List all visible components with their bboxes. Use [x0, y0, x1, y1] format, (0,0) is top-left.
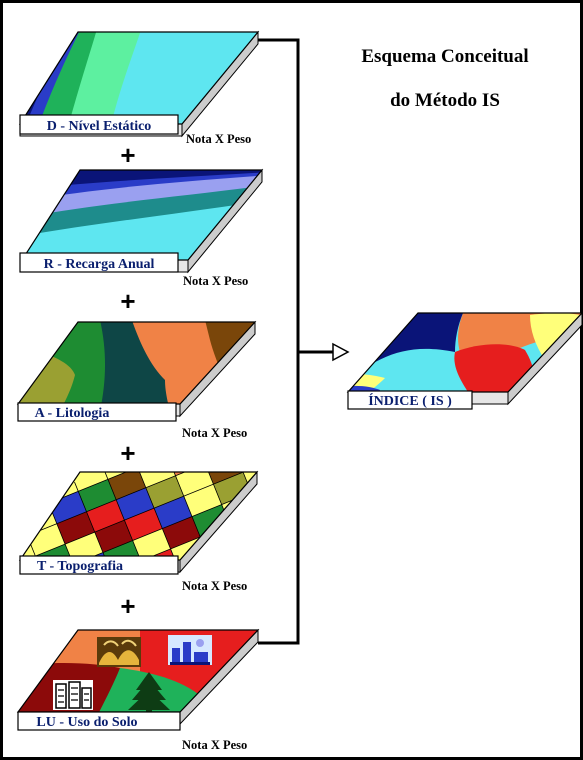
agriculture-icon [97, 637, 141, 667]
layer-t-block [18, 470, 259, 574]
layer-a-label: A - Litologia [35, 406, 110, 421]
layer-lu-weight: Nota X Peso [182, 738, 247, 752]
forest-icon [128, 672, 170, 714]
result-is-label-box [347, 390, 473, 410]
plus-operator-4: + [120, 591, 135, 621]
layer-d-weight: Nota X Peso [186, 132, 251, 146]
layer-r-weight: Nota X Peso [183, 274, 248, 288]
connector-bracket [258, 38, 333, 645]
layer-d-label: D - Nível Estático [47, 119, 152, 134]
layer-lu-label-box [17, 711, 181, 731]
plus-operator-1: + [120, 140, 135, 170]
layer-t-weight: Nota X Peso [182, 579, 247, 593]
result-is-label: ÍNDICE ( IS ) [368, 392, 452, 409]
layer-lu-label: LU - Uso do Solo [36, 715, 137, 730]
layer-r-label: R - Recarga Anual [44, 257, 155, 272]
title-line-1: Esquema Conceitual [361, 46, 528, 67]
layer-a-weight: Nota X Peso [182, 426, 247, 440]
plus-operator-3: + [120, 438, 135, 468]
layer-r-label-box [19, 252, 179, 273]
arrow-head-icon [332, 342, 350, 362]
layer-t-label-box [19, 555, 179, 575]
industry-icon [168, 635, 212, 665]
title-line-2: do Método IS [390, 90, 500, 111]
layer-a-block [16, 320, 257, 418]
layer-d-label-box [19, 114, 179, 135]
plus-operator-2: + [120, 286, 135, 316]
urban-buildings-icon [53, 680, 93, 710]
layer-t-label: T - Topografia [37, 559, 123, 574]
layer-a-label-box [17, 402, 177, 422]
